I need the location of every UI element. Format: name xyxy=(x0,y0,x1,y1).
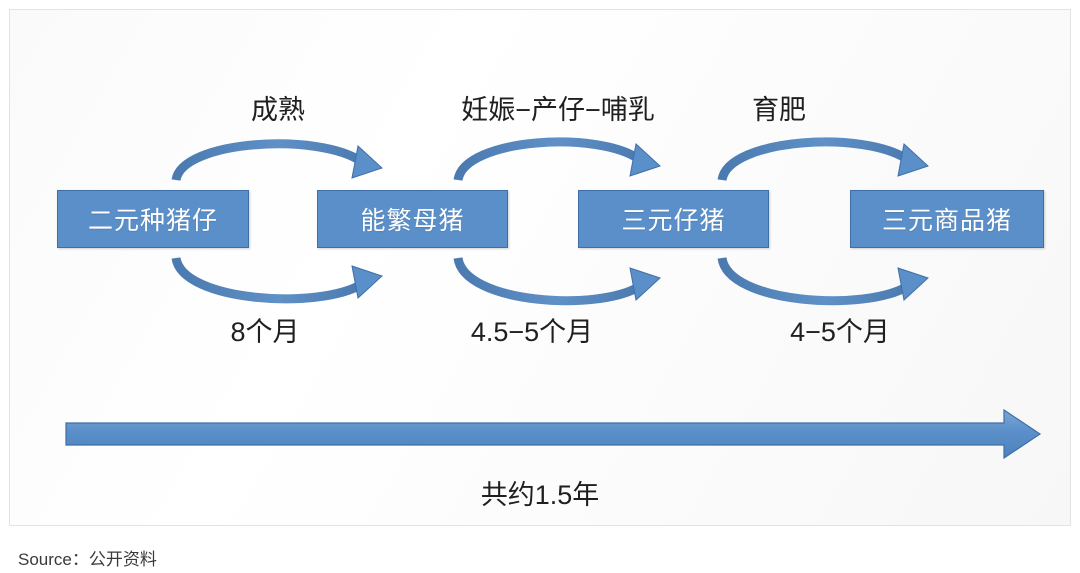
duration-label-2: 4.5−5个月 xyxy=(470,317,594,347)
arc-top-1 xyxy=(171,139,383,182)
stage-box-3[interactable]: 三元商品猪 xyxy=(850,190,1044,248)
stage-label-2: 三元仔猪 xyxy=(621,207,726,235)
stage-label-3: 三元商品猪 xyxy=(881,207,1012,235)
stage-label-1: 能繁母猪 xyxy=(360,207,465,235)
source-note: Source：公开资料 xyxy=(18,550,157,569)
process-label-2: 妊娠−产仔−哺乳 xyxy=(461,95,655,125)
timeline-arrow xyxy=(65,408,1042,460)
duration-label-1: 8个月 xyxy=(230,317,300,347)
process-label-1: 成熟 xyxy=(251,95,305,125)
stage-box-0[interactable]: 二元种猪仔 xyxy=(57,190,249,248)
stage-box-1[interactable]: 能繁母猪 xyxy=(317,190,508,248)
stage-label-0: 二元种猪仔 xyxy=(87,207,218,235)
stage-box-2[interactable]: 三元仔猪 xyxy=(578,190,769,248)
arc-top-3 xyxy=(717,137,929,182)
arc-bottom-2 xyxy=(453,256,661,306)
timeline-total-label: 共约1.5年 xyxy=(480,480,600,510)
arc-bottom-1 xyxy=(171,256,383,304)
process-label-3: 育肥 xyxy=(752,95,806,125)
duration-label-3: 4−5个月 xyxy=(790,317,890,347)
arc-bottom-3 xyxy=(717,256,929,306)
arc-top-2 xyxy=(453,137,661,182)
